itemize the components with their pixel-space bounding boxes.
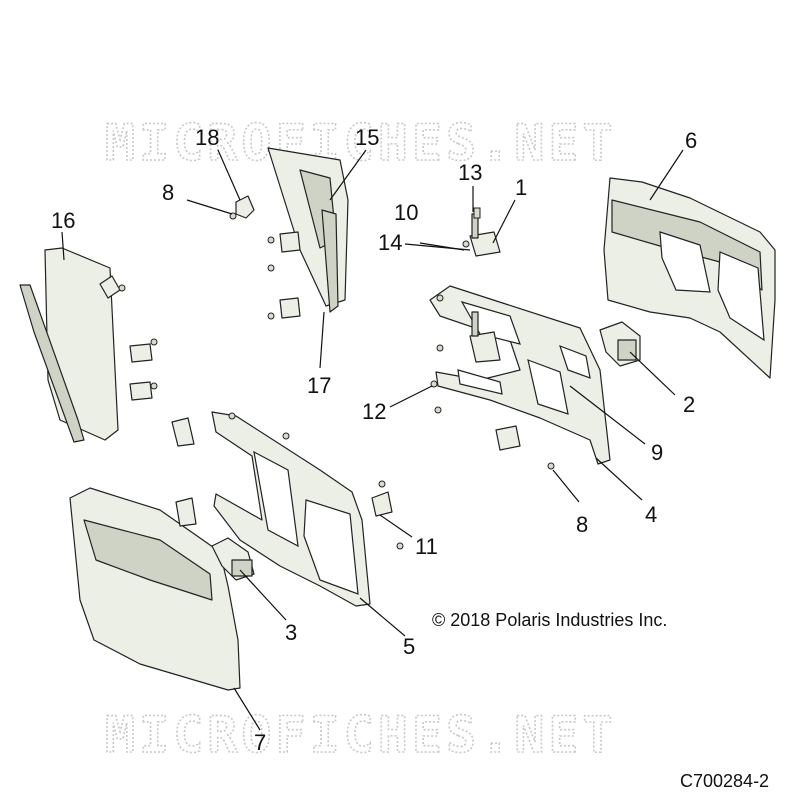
- part-5-lower-frame: [211, 411, 371, 607]
- callout-1: 1: [515, 175, 527, 200]
- part-6-door-panel: [603, 177, 776, 379]
- part-3-latch: [211, 537, 255, 581]
- callout-14: 14: [378, 230, 402, 255]
- callout-9: 9: [651, 440, 663, 465]
- watermark-top: MICROFICHES.NET: [105, 114, 617, 172]
- fasteners: [118, 207, 555, 550]
- panel-clips: [99, 231, 301, 401]
- callout-5: 5: [403, 634, 415, 659]
- part-7-door-skin: [69, 487, 241, 691]
- part-17-trim-strip: [321, 209, 339, 313]
- callout-7: 7: [254, 730, 266, 755]
- callouts: 1 2 3 4 5 6 7 8 8 9 10 11 12 13 14 15 16…: [51, 125, 697, 755]
- callout-17: 17: [307, 373, 331, 398]
- part-18-clip: [229, 195, 255, 220]
- callout-15: 15: [355, 125, 379, 150]
- callout-2: 2: [683, 392, 695, 417]
- lower-hinges: [171, 417, 197, 527]
- callout-13: 13: [458, 160, 482, 185]
- part-16-side-panel: [19, 247, 119, 443]
- callout-8-top: 8: [162, 180, 174, 205]
- leader-lines: [61, 149, 684, 731]
- watermark-bottom: MICROFICHES.NET: [105, 706, 617, 764]
- callout-8-bottom: 8: [576, 512, 588, 537]
- callout-10: 10: [394, 200, 418, 225]
- copyright-text: © 2018 Polaris Industries Inc.: [432, 610, 667, 630]
- part-9-bracket: [495, 425, 521, 451]
- part-11-bracket: [371, 491, 393, 517]
- part-14-hinge-pin: [471, 213, 479, 337]
- callout-4: 4: [645, 502, 657, 527]
- callout-3: 3: [285, 620, 297, 645]
- callout-6: 6: [685, 128, 697, 153]
- part-2-latch: [599, 321, 641, 367]
- callout-11: 11: [415, 534, 438, 559]
- part-1-hinge: [469, 231, 501, 363]
- callout-18: 18: [195, 125, 219, 150]
- diagram-id: C700284-2: [680, 771, 769, 791]
- part-4-upper-frame: [429, 285, 611, 465]
- callout-16: 16: [51, 208, 75, 233]
- callout-12: 12: [362, 399, 386, 424]
